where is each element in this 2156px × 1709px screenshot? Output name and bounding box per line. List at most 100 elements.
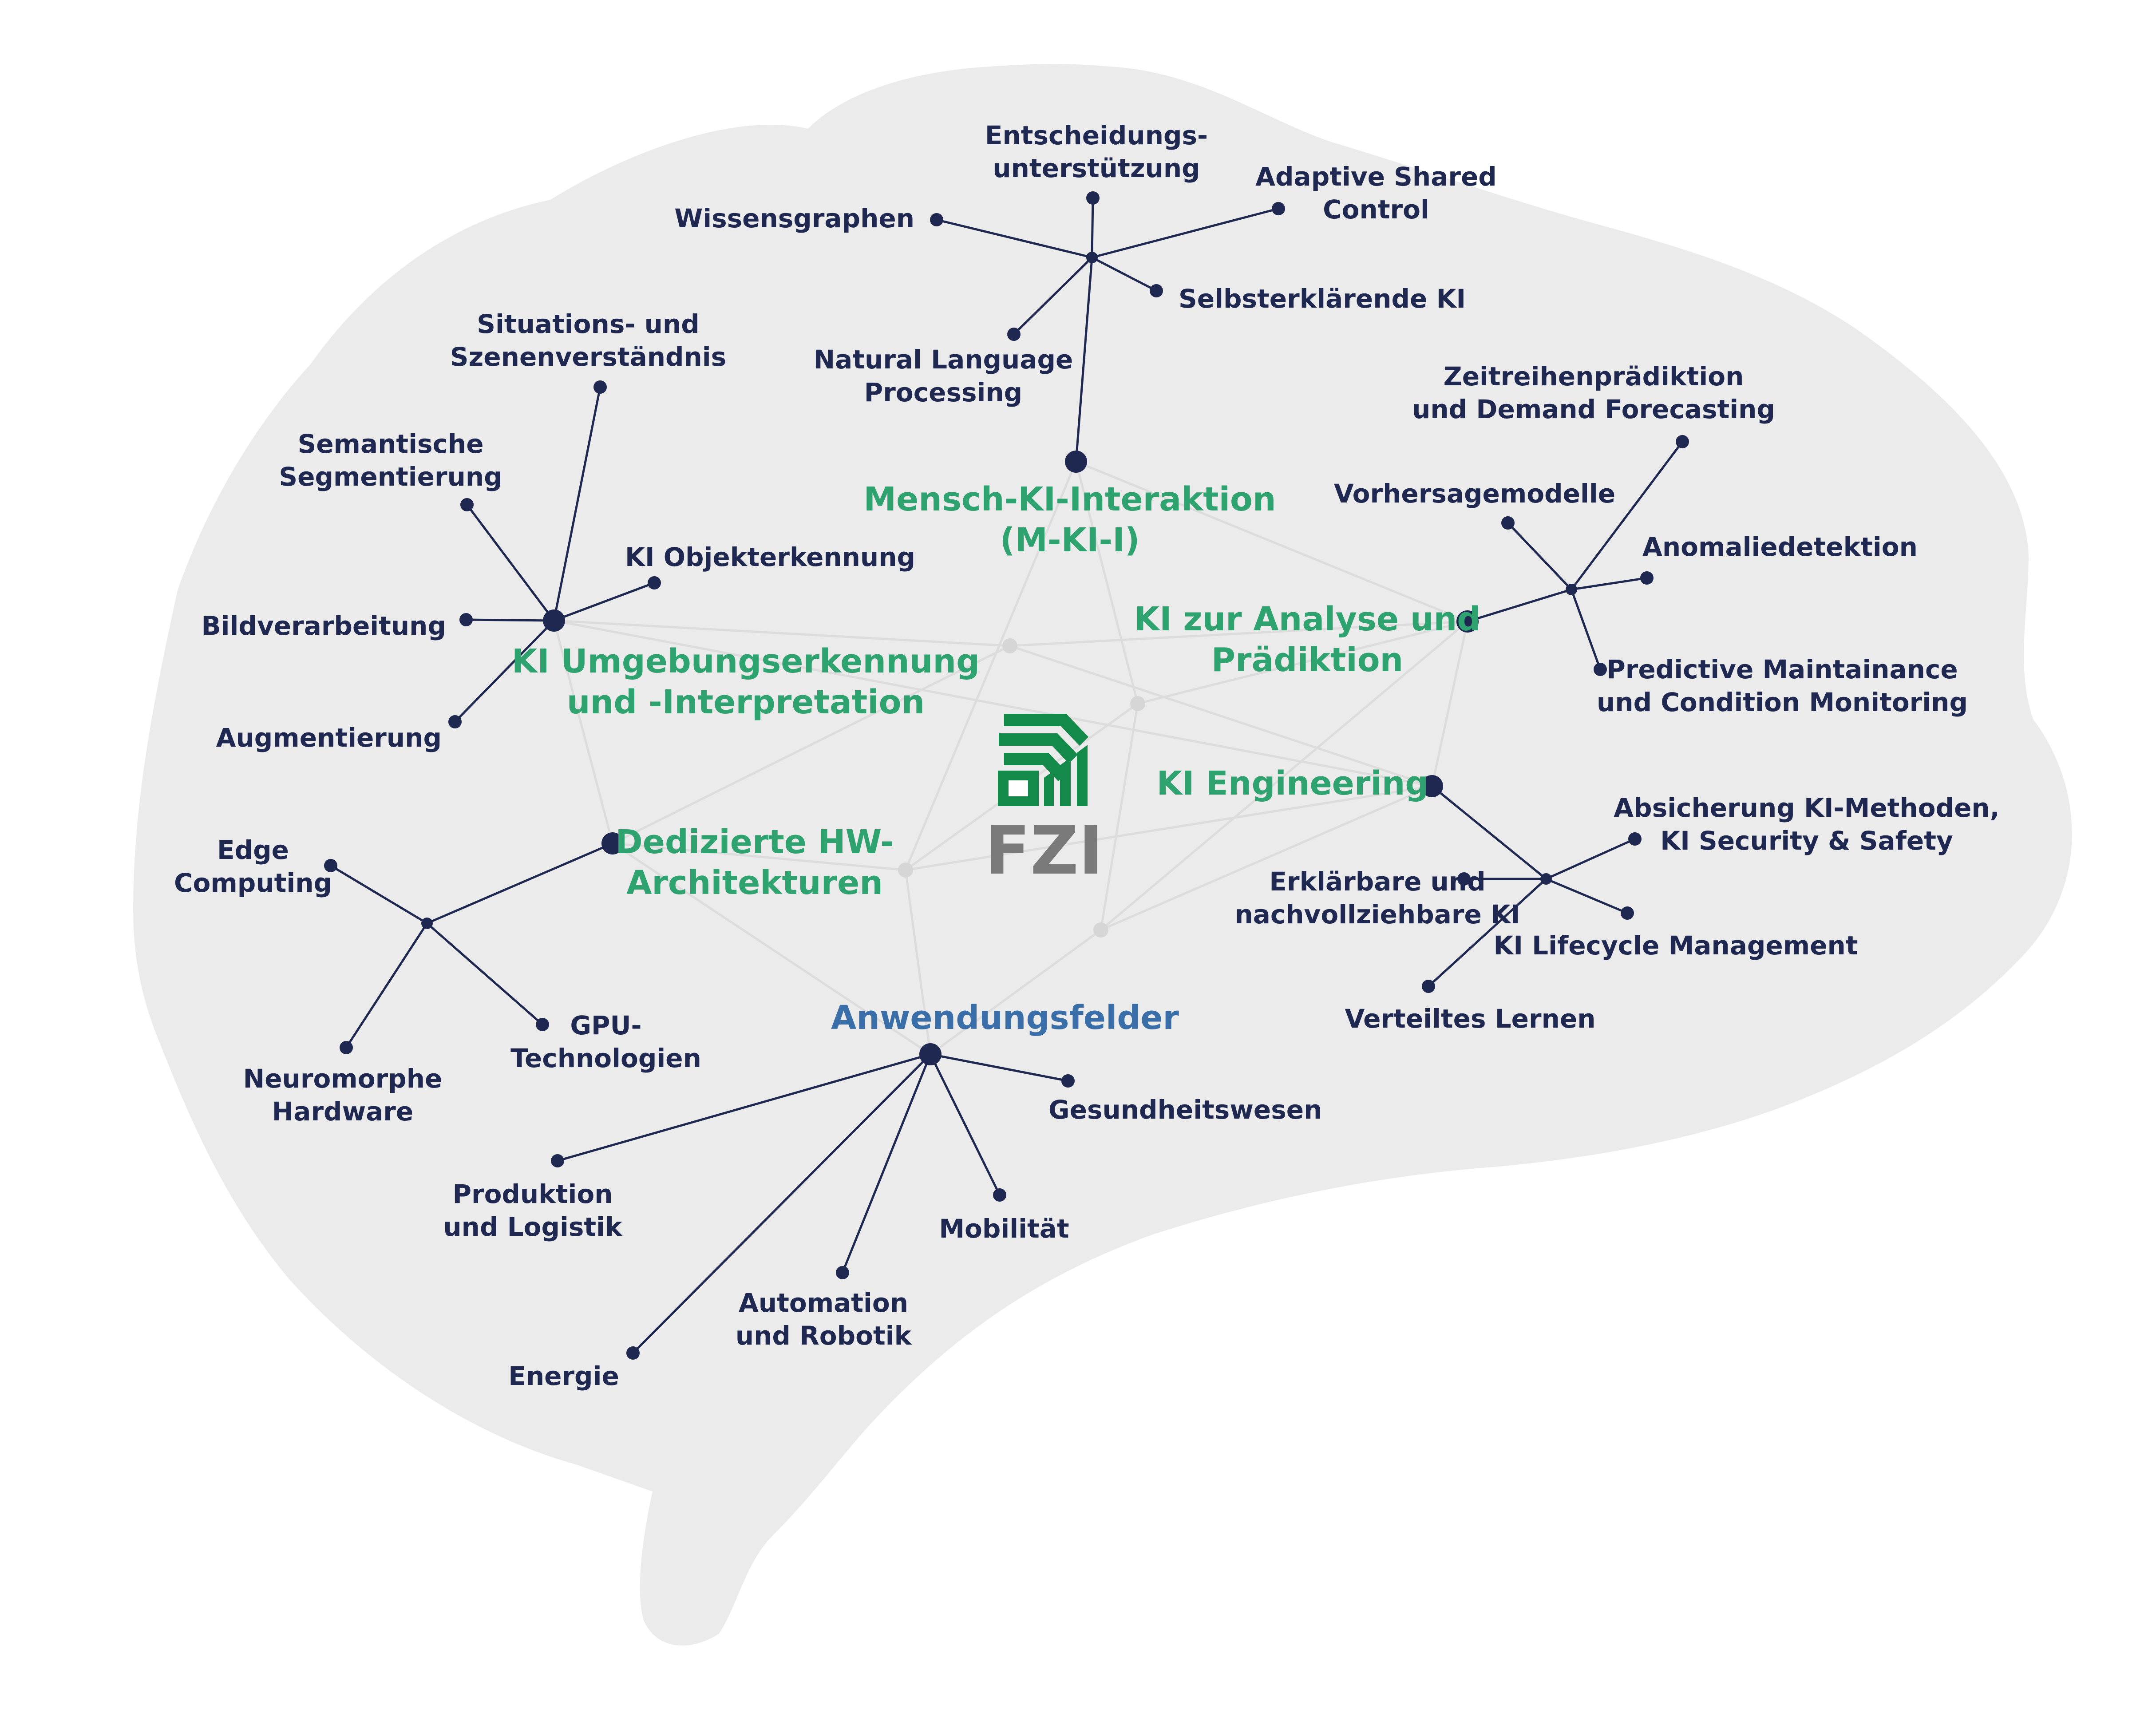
leaf-branch-line xyxy=(454,619,555,723)
leaf-label-ume: Bildverarbeitung xyxy=(201,611,446,641)
network-link xyxy=(611,842,907,871)
leaf-label-ana-line: und Demand Forecasting xyxy=(1412,394,1775,424)
logo-chevron-1 xyxy=(1004,714,1088,746)
network-link xyxy=(1100,620,1469,931)
leaf-label-ume-line: Bildverarbeitung xyxy=(201,611,446,641)
hub-node xyxy=(1065,451,1087,473)
network-node xyxy=(1093,922,1108,938)
central-network xyxy=(553,460,1469,1056)
leaf-label-anw-line: Automation xyxy=(739,1288,908,1318)
hub-label-anw-line: Anwendungsfelder xyxy=(831,999,1179,1037)
leaf-label-mki: Selbsterklärende KI xyxy=(1179,284,1466,314)
network-node xyxy=(1002,638,1017,653)
leaf-node xyxy=(1150,284,1163,297)
network-link xyxy=(1100,702,1139,931)
leaf-branch-line xyxy=(1013,256,1093,336)
network-link xyxy=(1075,460,1139,705)
logo-bar-2 xyxy=(1060,757,1071,806)
leaf-node xyxy=(1007,328,1021,341)
leaf-node xyxy=(448,715,462,728)
network-link xyxy=(1009,620,1469,647)
leaf-node xyxy=(1457,872,1471,886)
leaf-label-eng: KI Lifecycle Management xyxy=(1493,930,1858,961)
leaf-branch-line xyxy=(466,503,555,622)
cluster-eng: Absicherung KI-Methoden,KI Security & Sa… xyxy=(1157,764,2000,1034)
leaf-node xyxy=(536,1018,549,1031)
logo-square-inner xyxy=(1009,780,1028,796)
leaf-branch-line xyxy=(329,864,428,925)
leaf-label-anw-line: und Robotik xyxy=(736,1321,912,1351)
leaf-label-eng-line: nachvollziehbare KI xyxy=(1234,899,1520,930)
leaf-node xyxy=(593,380,607,394)
leaf-label-ume-line: KI Objekterkennung xyxy=(625,542,915,572)
leaf-node xyxy=(324,859,337,872)
leaf-label-anw: Mobilität xyxy=(939,1214,1069,1244)
leaf-node xyxy=(1272,202,1285,215)
hub-label-hw: Dedizierte HW-Architekturen xyxy=(615,823,894,902)
logo-bar-1 xyxy=(1044,771,1054,806)
leaf-branch-line xyxy=(1570,588,1602,671)
hub-branch-line xyxy=(426,842,614,925)
network-link xyxy=(611,842,932,1056)
leaf-branch-line xyxy=(465,618,555,622)
hub-label-ana-line: Prädiktion xyxy=(1211,641,1403,679)
leaf-node xyxy=(1676,435,1689,448)
network-link xyxy=(1136,620,1469,705)
leaf-label-eng-line: Absicherung KI-Methoden, xyxy=(1614,793,1999,823)
leaf-label-ana-line: Predictive Maintainance xyxy=(1606,654,1958,684)
leaf-node xyxy=(551,1154,564,1167)
network-node xyxy=(1130,696,1145,711)
network-link xyxy=(1431,620,1469,787)
leaf-node xyxy=(1061,1074,1075,1088)
leaf-label-anw: Gesundheitswesen xyxy=(1048,1095,1322,1125)
network-link xyxy=(904,869,932,1056)
leaf-label-hw-line: GPU- xyxy=(570,1010,641,1040)
leaf-branch-line xyxy=(426,922,544,1026)
leaf-branch-line xyxy=(1570,440,1684,591)
leaf-node xyxy=(1640,571,1654,585)
leaf-label-mki-line: Adaptive Shared xyxy=(1255,162,1497,192)
leaf-label-anw-line: Mobilität xyxy=(939,1214,1069,1244)
leaf-branch-line xyxy=(1545,838,1636,880)
hub-label-eng: KI Engineering xyxy=(1157,764,1429,803)
network-link xyxy=(904,785,1433,871)
leaf-branch-line xyxy=(1091,256,1158,292)
leaf-node xyxy=(340,1041,353,1054)
leaf-node xyxy=(459,613,473,626)
leaf-node xyxy=(1594,663,1607,676)
leaf-node xyxy=(1621,906,1634,920)
hub-label-hw-line: Dedizierte HW- xyxy=(615,823,894,861)
hub-label-ana-line: KI zur Analyse und xyxy=(1134,600,1480,638)
leaf-label-ume-line: Szenenverständnis xyxy=(450,342,726,372)
brain-outline xyxy=(133,64,2072,1646)
leaf-label-eng: Verteiltes Lernen xyxy=(1345,1004,1595,1034)
hub-branch-line xyxy=(1075,256,1093,463)
leaf-label-ana-line: Zeitreihenprädiktion xyxy=(1444,361,1744,392)
network-link xyxy=(553,619,1011,647)
leaf-label-anw-line: Gesundheitswesen xyxy=(1048,1095,1322,1125)
hub-label-mki-line: Mensch-KI-Interaktion xyxy=(863,480,1276,518)
logo-bar-3 xyxy=(1077,745,1088,806)
leaf-node xyxy=(1422,980,1435,993)
network-link xyxy=(904,460,1077,871)
leaf-branch-line xyxy=(929,1053,1001,1196)
network-link xyxy=(1075,460,1469,623)
leaf-branch-line xyxy=(1507,522,1573,591)
hub-node xyxy=(919,1043,942,1065)
logo-text: FZI xyxy=(985,812,1103,890)
leaf-label-eng-line: KI Security & Safety xyxy=(1660,826,1953,856)
leaf-branch-line xyxy=(1091,207,1280,259)
leaf-label-hw-line: Edge xyxy=(217,835,289,865)
leaf-branch-line xyxy=(1091,197,1094,259)
leaf-label-mki-line: Wissensgraphen xyxy=(674,203,914,233)
leaf-label-anw-line: Energie xyxy=(508,1361,619,1391)
hub-label-mki: Mensch-KI-Interaktion(M-KI-I) xyxy=(863,480,1276,559)
network-link xyxy=(1009,645,1433,787)
hub-node xyxy=(601,832,624,854)
network-link xyxy=(929,929,1102,1056)
leaf-node xyxy=(648,576,661,589)
